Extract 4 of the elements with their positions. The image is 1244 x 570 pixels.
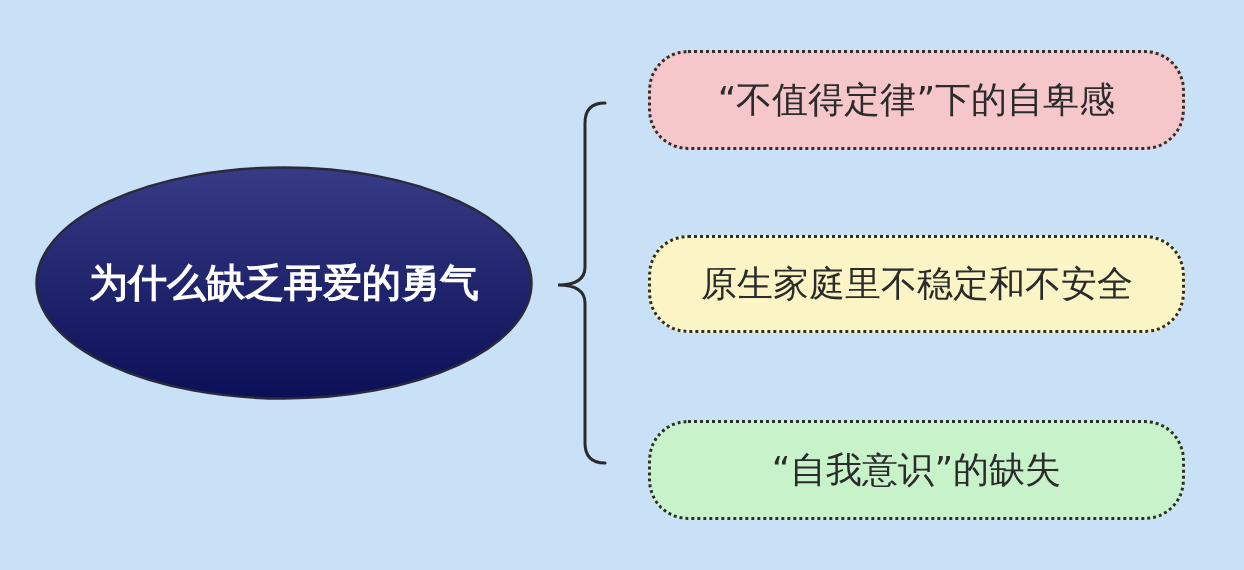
topic-ellipse: 为什么缺乏再爱的勇气 bbox=[35, 166, 533, 400]
rounded-box: “自我意识”的缺失 bbox=[648, 420, 1185, 520]
rounded-box: “不值得定律”下的自卑感 bbox=[648, 50, 1185, 150]
rounded-box: 原生家庭里不稳定和不安全 bbox=[648, 235, 1185, 333]
